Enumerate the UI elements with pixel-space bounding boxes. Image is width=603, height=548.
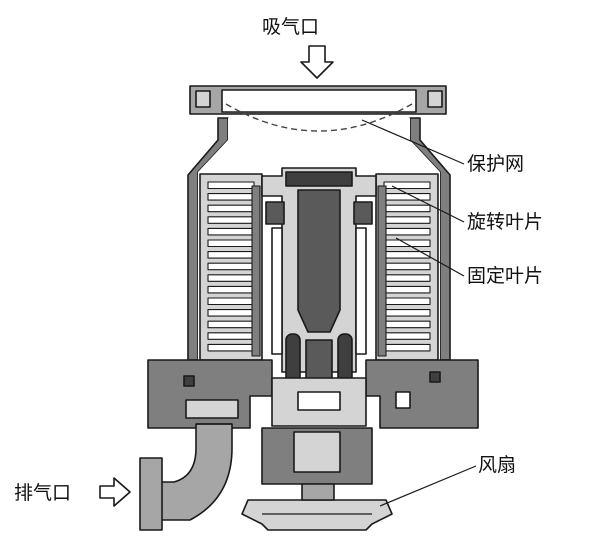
leader-fan: [379, 465, 477, 507]
label-exhaust: 排气口: [14, 482, 71, 504]
stator-right-blade: [383, 274, 431, 282]
stator-right-blade: [383, 181, 431, 190]
exhaust-pipe-body: [159, 423, 233, 521]
base-left: [147, 359, 273, 429]
label-guard-mesh: 保护网: [467, 153, 524, 175]
stator-left-blade: [207, 332, 255, 340]
pump-base: [147, 359, 479, 485]
leader-guard-mesh: [361, 119, 465, 165]
exhaust-flange: [139, 457, 163, 531]
stator-blades-right: [375, 173, 439, 361]
stator-right-blade: [383, 239, 431, 248]
exhaust-arrow-shape: [99, 477, 131, 507]
stator-left-spacer: [251, 185, 261, 357]
vent-port: [395, 391, 411, 409]
label-rotor-blades: 旋转叶片: [467, 211, 543, 233]
cooling-fan: [241, 483, 393, 531]
label-fan: 风扇: [478, 454, 516, 476]
stator-left-blade: [207, 285, 255, 294]
stator-left-blade: [207, 227, 255, 236]
flange-bore: [221, 89, 417, 113]
motor-gap-left: [271, 227, 283, 355]
stator-right-blade: [383, 309, 431, 317]
stator-left-blade: [207, 297, 255, 306]
exhaust-arrow-icon: [99, 477, 131, 507]
motor-gap-right: [355, 227, 367, 355]
stator-right-blade: [383, 297, 431, 306]
stator-left-blade: [207, 343, 255, 352]
stator-right-blade: [383, 262, 431, 271]
stator-right-blade: [383, 216, 431, 224]
stator-right-blade: [383, 332, 431, 340]
rotor-cap: [285, 171, 353, 187]
bearing-upper-left: [265, 201, 285, 225]
motor-winding-left: [285, 333, 301, 385]
exhaust-port-insert: [185, 399, 239, 419]
stator-left-blade: [207, 251, 255, 259]
stator-left-blade: [207, 274, 255, 282]
flange-lip-left: [195, 90, 211, 108]
guard-mesh: [225, 103, 413, 132]
shaft: [297, 189, 341, 333]
label-intake: 吸气口: [262, 16, 319, 38]
stator-blades-left: [199, 173, 263, 361]
stator-left-blade: [207, 204, 255, 213]
intake-arrow-icon: [300, 45, 334, 79]
motor-block-inset: [293, 431, 341, 473]
leader-rotor-blades: [391, 185, 465, 223]
intake-arrow-shape: [300, 45, 334, 79]
stator-right-blade: [383, 193, 431, 201]
stator-left-blade: [207, 309, 255, 317]
leader-lines: [361, 119, 477, 507]
leader-stator-blades: [395, 237, 465, 277]
stator-right-blade: [383, 227, 431, 236]
bearing-upper-right: [353, 201, 373, 225]
oring-right: [429, 371, 441, 383]
stator-left-blade: [207, 193, 255, 201]
motor-winding-right: [337, 333, 353, 385]
fan-housing: [241, 499, 393, 531]
inlet-flange: [189, 85, 447, 115]
stator-right-spacer: [377, 185, 387, 357]
oring-left: [183, 375, 195, 387]
flange-lip-right: [427, 90, 443, 108]
label-stator-blades: 固定叶片: [467, 265, 543, 287]
base-right: [365, 359, 479, 429]
stator-left-blade: [207, 216, 255, 224]
bearing-housing-gap: [297, 391, 341, 411]
fan-hub: [301, 483, 335, 501]
stator-left-blade: [207, 320, 255, 329]
exhaust-elbow: [139, 423, 233, 531]
stator-right-blade: [383, 204, 431, 213]
stator-right-blade: [383, 343, 431, 352]
stator-left-blade: [207, 181, 255, 190]
stator-right-blade: [383, 285, 431, 294]
stator-right-blade: [383, 320, 431, 329]
rotor-core: [261, 167, 377, 397]
stator-left-blade: [207, 239, 255, 248]
stator-left-blade: [207, 262, 255, 271]
